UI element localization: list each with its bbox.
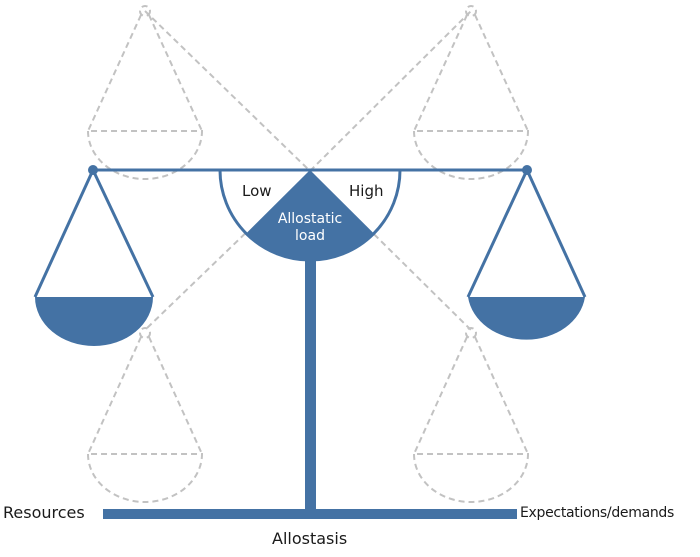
load-label: load — [295, 228, 325, 244]
allostatic-label: Allostatic — [277, 211, 343, 227]
scale-post — [305, 255, 316, 511]
dashed-beam-up-right — [309, 10, 472, 172]
solid-pan-left — [33, 165, 155, 346]
allostasis-label: Allostasis — [272, 529, 348, 548]
scale-base — [103, 509, 517, 519]
dashed-beam-down-right — [309, 170, 472, 331]
dashed-pan-bottom-right — [412, 327, 530, 503]
gauge-high-label: High — [349, 182, 384, 200]
gauge-load-wedge — [246, 170, 374, 261]
dashed-pan-top-right — [412, 5, 530, 180]
allostatic-load-gauge — [218, 168, 402, 262]
dashed-alternate-positions — [86, 5, 530, 503]
gauge-low-label: Low — [242, 182, 272, 200]
dashed-pan-bottom-left — [86, 327, 204, 503]
solid-pan-right — [466, 165, 587, 340]
solid-scale — [33, 165, 587, 519]
expectations-demands-label: Expectations/demands — [520, 505, 674, 521]
dashed-beam-down-left — [144, 170, 311, 331]
dashed-pan-top-left — [86, 5, 204, 180]
resources-label: Resources — [3, 503, 85, 522]
dashed-beam-up-left — [144, 10, 311, 172]
